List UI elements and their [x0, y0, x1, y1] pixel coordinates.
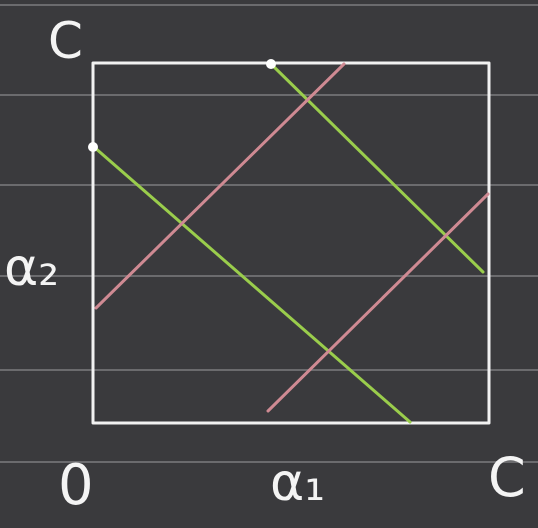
corner-bottom-right-label: C [488, 446, 526, 509]
pink-lines [94, 62, 490, 413]
pink-line-upper [94, 62, 346, 310]
point-left-edge [88, 142, 98, 152]
constraint-square [91, 61, 491, 425]
ruled-lines [0, 4, 538, 463]
point-top-edge [266, 59, 276, 69]
green-lines [92, 62, 485, 424]
x-axis-label: α₁ [270, 453, 325, 513]
green-line-lower [92, 145, 412, 424]
origin-label: 0 [58, 453, 94, 518]
green-line-upper [269, 62, 485, 274]
corner-top-left-label: C [48, 12, 83, 70]
y-axis-label: α₂ [4, 238, 59, 298]
pink-line-lower [266, 192, 490, 413]
